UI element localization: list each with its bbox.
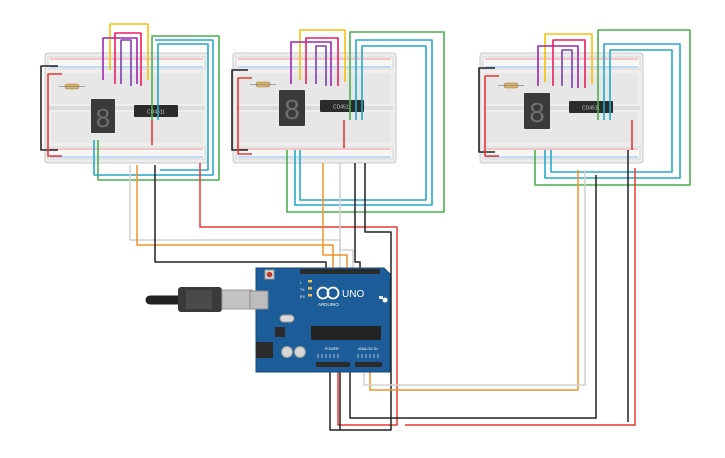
wire-black-side[interactable]	[231, 69, 248, 151]
usb-jack	[249, 290, 269, 310]
wire-white[interactable]	[129, 165, 341, 268]
display-digit: 8	[284, 94, 300, 125]
wire-cyan[interactable]	[294, 39, 433, 206]
wire-white[interactable]	[363, 170, 586, 386]
analog-header	[355, 362, 382, 367]
wire-red-side[interactable]	[237, 77, 252, 155]
seven-segment-display[interactable]: 8	[524, 93, 550, 129]
usb-connector-metal	[221, 289, 253, 310]
wire-pink[interactable]	[305, 37, 339, 86]
wire-red[interactable]	[405, 168, 636, 426]
wire-black[interactable]	[329, 163, 392, 431]
atmega-chip	[311, 326, 381, 340]
chip-cd4511[interactable]: CD4511	[320, 100, 364, 112]
wire-white[interactable]	[339, 163, 354, 268]
power-jack	[256, 342, 273, 358]
hole-grid-bottom	[239, 112, 391, 143]
wire-pink[interactable]	[114, 32, 142, 86]
power-rail-top	[235, 56, 394, 70]
breadboard-3-wires	[478, 29, 691, 186]
wire-yellow[interactable]	[109, 23, 149, 80]
power-rail-bottom	[235, 146, 394, 160]
arduino-uno[interactable]: UNO ARDUINO TX RX L POWER ANALOG IN	[145, 267, 391, 373]
wire-orange[interactable]	[322, 163, 348, 268]
led-rx	[308, 294, 312, 297]
mounting-hole	[382, 297, 388, 303]
wire-black[interactable]	[354, 163, 361, 268]
wire-green[interactable]	[97, 35, 220, 181]
power-rail-bottom	[482, 146, 641, 160]
wire-purple[interactable]	[120, 39, 132, 86]
display-digit: 8	[529, 97, 545, 128]
wire-pink[interactable]	[552, 39, 586, 88]
wire-red[interactable]	[199, 163, 398, 426]
hole-grid-bottom	[486, 112, 638, 143]
led-l	[308, 280, 312, 283]
power-label: POWER	[325, 347, 339, 351]
power-header	[316, 362, 350, 367]
chip-label: CD4511	[333, 105, 351, 111]
digital-header	[300, 269, 380, 274]
seven-segment-display[interactable]: 8	[91, 99, 115, 133]
wire-green[interactable]	[286, 31, 445, 213]
wire-red-side[interactable]	[484, 75, 499, 157]
center-channel	[48, 106, 205, 110]
chip-cd4511[interactable]: CD4511	[569, 101, 613, 113]
wire-orange[interactable]	[136, 165, 334, 268]
arduino-model: UNO	[342, 289, 364, 300]
hole-grid-top	[239, 73, 391, 104]
wire-red-side[interactable]	[47, 73, 62, 157]
wire-purple[interactable]	[290, 41, 332, 86]
wire-black-side[interactable]	[40, 65, 58, 151]
breadboard-2[interactable]: 8 CD4511	[232, 52, 397, 164]
hole-grid-bottom	[51, 112, 203, 143]
power-led	[379, 296, 383, 299]
wire-purple[interactable]	[537, 45, 579, 88]
wire-black-side[interactable]	[478, 67, 495, 153]
usb-plug-grip	[186, 290, 212, 309]
wire-cyan[interactable]	[93, 39, 214, 176]
analog-label: ANALOG IN	[358, 347, 378, 351]
led-tx	[308, 287, 312, 290]
wire-cyan[interactable]	[299, 45, 427, 201]
wire-cyan[interactable]	[550, 49, 673, 173]
wire-purple[interactable]	[561, 49, 573, 88]
wire-black[interactable]	[154, 165, 327, 268]
breadboard-2-wires	[231, 29, 445, 213]
wire-yellow[interactable]	[544, 33, 593, 84]
wire-purple[interactable]	[315, 45, 327, 86]
chip-cd4511[interactable]: CD4511	[134, 105, 178, 117]
power-rail-top	[47, 56, 206, 70]
arduino-wires	[129, 150, 636, 431]
breadboard-1[interactable]: 8 CD4511	[44, 52, 209, 164]
wire-green[interactable]	[534, 29, 691, 186]
tx-label: TX	[300, 288, 305, 292]
display-digit: 8	[96, 103, 110, 133]
arduino-logo: UNO ARDUINO	[316, 286, 364, 307]
center-channel	[483, 106, 640, 110]
wire-yellow[interactable]	[299, 29, 346, 82]
wire-cyan[interactable]	[544, 43, 681, 179]
chip-label: CD4511	[582, 106, 600, 112]
wire-purple[interactable]	[102, 37, 138, 84]
wire-orange[interactable]	[369, 170, 579, 391]
wire-cyan[interactable]	[157, 43, 209, 171]
pin-labels	[317, 354, 379, 358]
breadboard-1-wires	[40, 23, 220, 181]
wire-black[interactable]	[349, 175, 597, 419]
seven-segment-display[interactable]: 8	[279, 90, 305, 126]
rx-label: RX	[300, 295, 306, 299]
center-channel	[236, 106, 393, 110]
capacitor	[294, 346, 306, 358]
chip-label: CD4511	[147, 110, 165, 116]
reset-button-cap	[266, 271, 273, 278]
usb-chip	[275, 327, 285, 337]
l-label: L	[300, 281, 302, 285]
capacitor	[281, 346, 293, 358]
arduino-brand: ARDUINO	[318, 302, 339, 307]
crystal	[279, 314, 295, 323]
